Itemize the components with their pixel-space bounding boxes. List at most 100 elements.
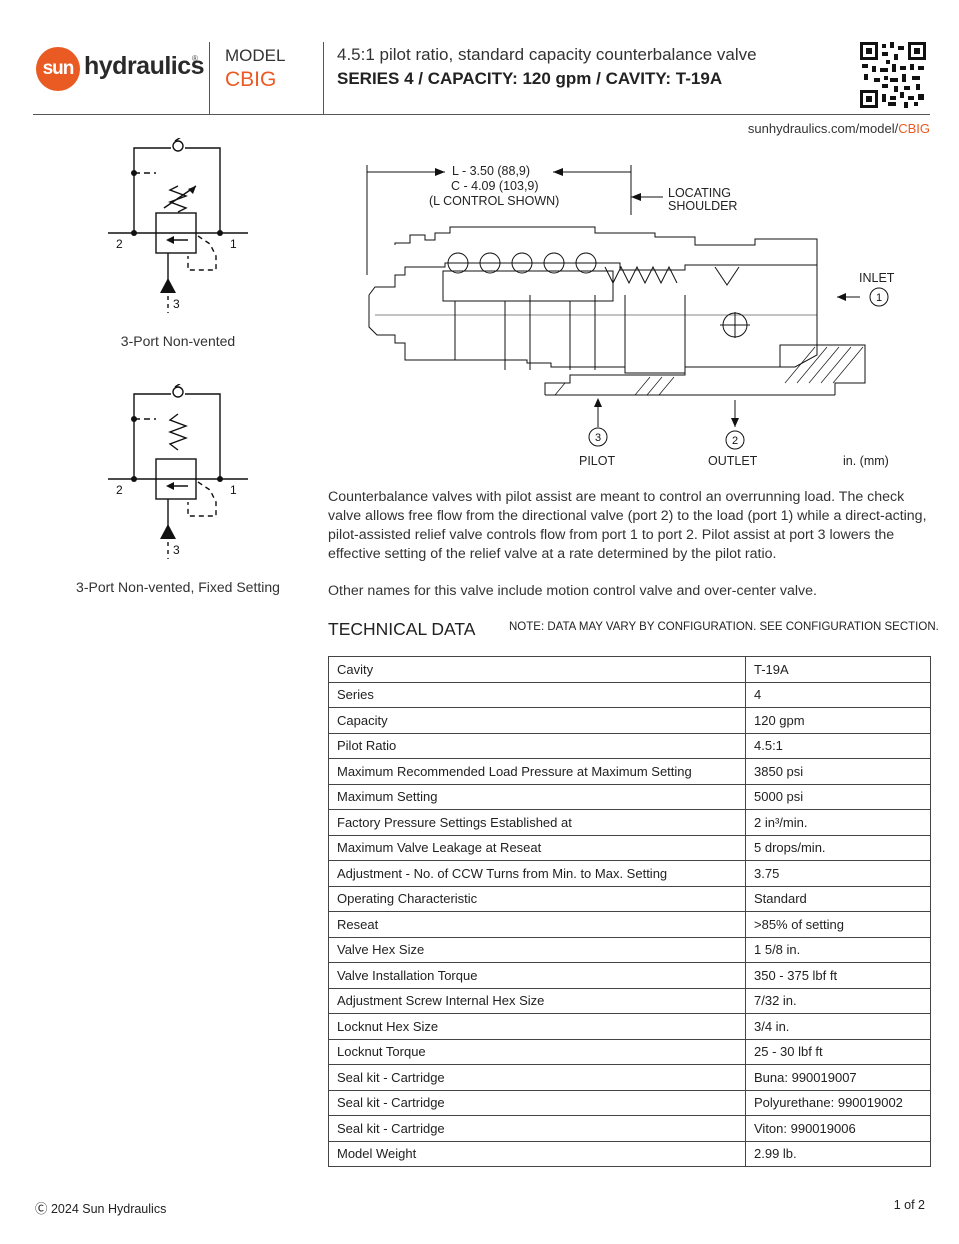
spec-name: Adjustment - No. of CCW Turns from Min. … xyxy=(328,860,746,887)
logo-wordmark: hydraulics xyxy=(84,52,205,80)
spec-value: >85% of setting xyxy=(745,911,931,938)
model-label: MODEL xyxy=(225,46,286,65)
spec-name: Adjustment Screw Internal Hex Size xyxy=(328,987,746,1014)
page-number: 1 of 2 xyxy=(893,1198,925,1212)
qr-code-icon[interactable] xyxy=(860,42,926,108)
port-label-1: 1 xyxy=(230,237,237,251)
dimension-c: C - 4.09 (103,9) xyxy=(451,179,539,193)
spec-value: 4 xyxy=(745,681,931,708)
port-label-2: 2 xyxy=(116,237,123,251)
spec-name: Valve Hex Size xyxy=(328,936,746,963)
spec-value: 350 - 375 lbf ft xyxy=(745,962,931,989)
spec-value: 3850 psi xyxy=(745,758,931,785)
model-url-link[interactable]: sunhydraulics.com/model/CBIG xyxy=(748,121,930,136)
header-rule xyxy=(33,114,930,115)
locating-label: LOCATING xyxy=(668,186,731,200)
url-prefix[interactable]: sunhydraulics.com/model/ xyxy=(747,121,899,136)
pilot-label: PILOT xyxy=(579,454,616,468)
spec-value: 7/32 in. xyxy=(745,987,931,1014)
table-row: Reseat>85% of setting xyxy=(328,911,931,938)
spec-name: Pilot Ratio xyxy=(328,732,746,759)
spec-value: 5000 psi xyxy=(745,783,931,810)
spec-name: Seal kit - Cartridge xyxy=(328,1064,746,1091)
header-divider xyxy=(323,42,324,114)
port-label-3: 3 xyxy=(173,297,180,311)
spec-value: 3/4 in. xyxy=(745,1013,931,1040)
spec-value: Viton: 990019006 xyxy=(745,1115,931,1142)
spec-value: 2.99 lb. xyxy=(745,1140,931,1167)
registered-mark: ® xyxy=(192,54,198,63)
spec-name: Cavity xyxy=(328,656,746,683)
model-code: CBIG xyxy=(225,68,277,91)
sun-logo-mark: sun xyxy=(36,47,80,91)
spec-name: Series xyxy=(328,681,746,708)
spec-value: Standard xyxy=(745,885,931,912)
outlet-label: OUTLET xyxy=(708,454,758,468)
technical-data-note: NOTE: DATA MAY VARY BY CONFIGURATION. SE… xyxy=(509,621,939,633)
description-paragraph: Counterbalance valves with pilot assist … xyxy=(328,489,927,562)
spec-name: Maximum Valve Leakage at Reseat xyxy=(328,834,746,861)
series-capacity-cavity: SERIES 4 / CAPACITY: 120 gpm / CAVITY: T… xyxy=(337,69,723,88)
spec-name: Locknut Hex Size xyxy=(328,1013,746,1040)
copyright: Ⓒ 2024 Sun Hydraulics xyxy=(35,1202,167,1216)
port-number-2: 2 xyxy=(732,435,738,447)
spec-value: 120 gpm xyxy=(745,707,931,734)
port-label-3: 3 xyxy=(173,543,180,557)
spec-name: Reseat xyxy=(328,911,746,938)
spec-name: Valve Installation Torque xyxy=(328,962,746,989)
spec-value: Buna: 990019007 xyxy=(745,1064,931,1091)
hydraulic-symbol-non-vented: 2 1 3 xyxy=(108,138,248,313)
url-model[interactable]: CBIG xyxy=(898,121,930,136)
table-row: Factory Pressure Settings Established at… xyxy=(328,809,931,836)
table-row: Adjustment - No. of CCW Turns from Min. … xyxy=(328,860,931,887)
dimension-l: L - 3.50 (88,9) xyxy=(452,164,531,178)
spec-name: Seal kit - Cartridge xyxy=(328,1089,746,1116)
inlet-label: INLET xyxy=(859,271,895,285)
other-names-paragraph: Other names for this valve include motio… xyxy=(328,583,817,599)
hydraulic-symbol-fixed-setting: 2 1 3 xyxy=(108,384,248,559)
spec-value: 3.75 xyxy=(745,860,931,887)
spec-name: Maximum Recommended Load Pressure at Max… xyxy=(328,758,746,785)
shoulder-label: SHOULDER xyxy=(668,199,738,213)
spec-name: Operating Characteristic xyxy=(328,885,746,912)
spec-value: T-19A xyxy=(745,656,931,683)
model-description: 4.5:1 pilot ratio, standard capacity cou… xyxy=(337,45,757,64)
spec-name: Maximum Setting xyxy=(328,783,746,810)
spec-name: Seal kit - Cartridge xyxy=(328,1115,746,1142)
port-number-1: 1 xyxy=(876,292,882,304)
symbol-caption: 3-Port Non-vented xyxy=(120,333,236,349)
table-row: Maximum Recommended Load Pressure at Max… xyxy=(328,758,931,785)
spec-value: Polyurethane: 990019002 xyxy=(745,1089,931,1116)
port-number-3: 3 xyxy=(595,432,601,444)
symbol-caption: 3-Port Non-vented, Fixed Setting xyxy=(76,579,280,595)
port-label-2: 2 xyxy=(116,483,123,497)
spec-value: 2 in³/min. xyxy=(745,809,931,836)
valve-cross-section-drawing: 3 2 1 xyxy=(366,165,889,450)
spec-value: 4.5:1 xyxy=(745,732,931,759)
port-label-1: 1 xyxy=(230,483,237,497)
spec-name: Capacity xyxy=(328,707,746,734)
spec-name: Factory Pressure Settings Established at xyxy=(328,809,746,836)
spec-value: 1 5/8 in. xyxy=(745,936,931,963)
spec-value: 25 - 30 lbf ft xyxy=(745,1038,931,1065)
spec-name: Model Weight xyxy=(328,1140,746,1167)
technical-data-heading: TECHNICAL DATA xyxy=(328,619,476,639)
spec-name: Locknut Torque xyxy=(328,1038,746,1065)
